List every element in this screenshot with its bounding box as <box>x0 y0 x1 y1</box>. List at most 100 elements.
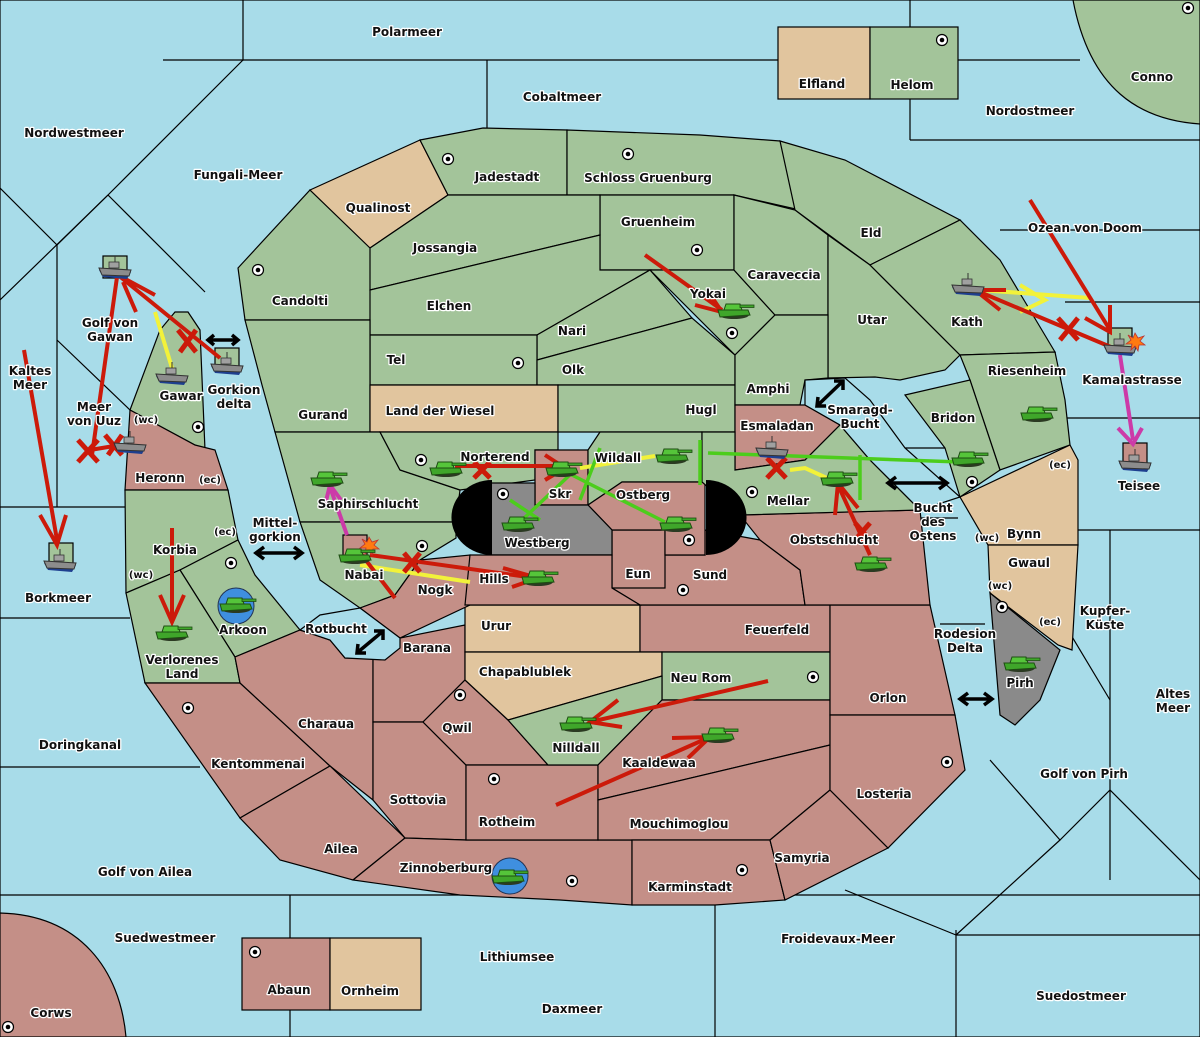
label-riesenheim: Riesenheim <box>988 364 1067 378</box>
convoy-tick <box>509 447 602 524</box>
province-gruenheim[interactable] <box>599 194 735 271</box>
label-amphi: Amphi <box>746 382 789 396</box>
label-verlorenes-land: Verlorenes <box>146 653 219 667</box>
label-golf-von-pirh: Golf von Pirh <box>1040 767 1128 781</box>
label-hugl: Hugl <box>685 403 716 417</box>
label-jossangia: Jossangia <box>412 241 477 255</box>
label-samyria: Samyria <box>774 851 829 865</box>
label-fungali-meer: Fungali-Meer <box>194 168 283 182</box>
move-arrow <box>22 349 59 541</box>
supply-center-icon <box>940 755 954 769</box>
province-elfland[interactable] <box>777 26 871 100</box>
label-bucht-des-ostens: Bucht <box>913 501 952 515</box>
province-gwaul[interactable] <box>987 544 1079 651</box>
label-sottovia: Sottovia <box>390 793 447 807</box>
supply-center-icon <box>935 33 949 47</box>
label-coast-wc: (wc) <box>975 533 999 544</box>
label-esmaladan: Esmaladan <box>740 419 813 433</box>
label-suedostmeer: Suedostmeer <box>1036 989 1126 1003</box>
province-heronn[interactable] <box>124 409 229 491</box>
label-zinnoberburg: Zinnoberburg <box>400 861 492 875</box>
label-rodesion-delta-2: Delta <box>947 641 983 655</box>
supply-center-icon <box>735 863 749 877</box>
supply-center-icon <box>414 453 428 467</box>
label-coast-ec: (ec) <box>214 527 236 538</box>
label-polarmeer: Polarmeer <box>372 25 442 39</box>
supply-center-icon <box>511 356 525 370</box>
label-gwaul: Gwaul <box>1008 556 1050 570</box>
label-nordwestmeer: Nordwestmeer <box>24 126 124 140</box>
label-mouchimoglou: Mouchimoglou <box>630 817 729 831</box>
move-arrow <box>974 288 1119 352</box>
support-arrowhead <box>1018 283 1050 314</box>
label-helom: Helom <box>890 78 933 92</box>
label-mittelgorkion-2: gorkion <box>249 530 301 544</box>
label-conno: Conno <box>1131 70 1173 84</box>
label-bucht-des-ostens-3: Ostens <box>910 529 957 543</box>
supply-center-icon <box>621 147 635 161</box>
label-verlorenes-land-2: Land <box>166 667 199 681</box>
province-conno[interactable] <box>1072 0 1200 125</box>
province-bynn[interactable] <box>959 444 1079 546</box>
label-teisee: Teisee <box>1118 479 1160 493</box>
supply-center-icon <box>224 556 238 570</box>
retreat-arrowhead <box>1116 426 1144 448</box>
label-schloss-gruenburg: Schloss Gruenburg <box>584 171 712 185</box>
move-arrowhead <box>1084 305 1112 336</box>
label-land-der-wiesel: Land der Wiesel <box>386 404 495 418</box>
supply-center-icon <box>496 487 510 501</box>
label-rotbucht: Rotbucht <box>305 622 367 636</box>
supply-center-icon <box>995 600 1009 614</box>
support-arrow <box>359 563 471 584</box>
label-jadestadt: Jadestadt <box>474 170 540 184</box>
label-nabai: Nabai <box>345 568 384 582</box>
province-bridon[interactable] <box>903 379 1001 498</box>
supply-center-icon <box>690 243 704 257</box>
convoy-line <box>707 451 961 464</box>
label-caraveccia: Caraveccia <box>747 268 820 282</box>
move-arrow <box>643 253 724 312</box>
label-coast-ec: (ec) <box>1039 617 1061 628</box>
label-doringkanal: Doringkanal <box>39 738 121 752</box>
label-kupfer-kueste: Kupfer- <box>1080 604 1130 618</box>
label-kath: Kath <box>951 315 983 329</box>
label-ozean-von-doom: Ozean von Doom <box>1028 221 1142 235</box>
retreat-arrow <box>328 486 349 536</box>
supply-center-icon <box>181 701 195 715</box>
label-smaragd-bucht-2: Bucht <box>840 417 879 431</box>
province-ostberg[interactable] <box>587 481 706 556</box>
label-pirh: Pirh <box>1006 676 1033 690</box>
label-wildall: Wildall <box>595 451 641 465</box>
sea-rotbucht[interactable] <box>298 607 401 661</box>
label-ornheim: Ornheim <box>341 984 399 998</box>
label-elfland: Elfland <box>799 77 845 91</box>
label-ostberg: Ostberg <box>616 488 670 502</box>
province-ornheim[interactable] <box>329 937 422 1011</box>
label-korbia: Korbia <box>153 543 197 557</box>
label-rodesion-delta: Rodesion <box>934 627 996 641</box>
sea-smaragd-bucht[interactable] <box>804 377 962 511</box>
label-kamalastrasse: Kamalastrasse <box>1082 373 1182 387</box>
label-olk: Olk <box>562 363 585 377</box>
label-coast-ec: (ec) <box>199 475 221 486</box>
supply-center-icon <box>441 152 455 166</box>
label-barana: Barana <box>403 641 451 655</box>
province-jossangia[interactable] <box>369 194 601 291</box>
label-feuerfeld: Feuerfeld <box>745 623 810 637</box>
retreat-arrow <box>1118 354 1135 441</box>
label-westberg: Westberg <box>504 536 569 550</box>
province-losteria[interactable] <box>829 714 966 849</box>
impassable-west <box>451 480 492 555</box>
supply-center-icon <box>453 688 467 702</box>
move-arrow <box>836 484 872 556</box>
province-karminstadt[interactable] <box>631 839 786 906</box>
supply-center-icon <box>1 1020 15 1034</box>
label-losteria: Losteria <box>856 787 911 801</box>
province-corws[interactable] <box>0 912 127 1037</box>
label-skr: Skr <box>549 487 572 501</box>
label-bucht-des-ostens-2: des <box>921 515 945 529</box>
label-neu-rom: Neu Rom <box>671 671 732 685</box>
label-chapablublek: Chapablublek <box>479 665 572 679</box>
label-coast-wc: (wc) <box>988 581 1012 592</box>
